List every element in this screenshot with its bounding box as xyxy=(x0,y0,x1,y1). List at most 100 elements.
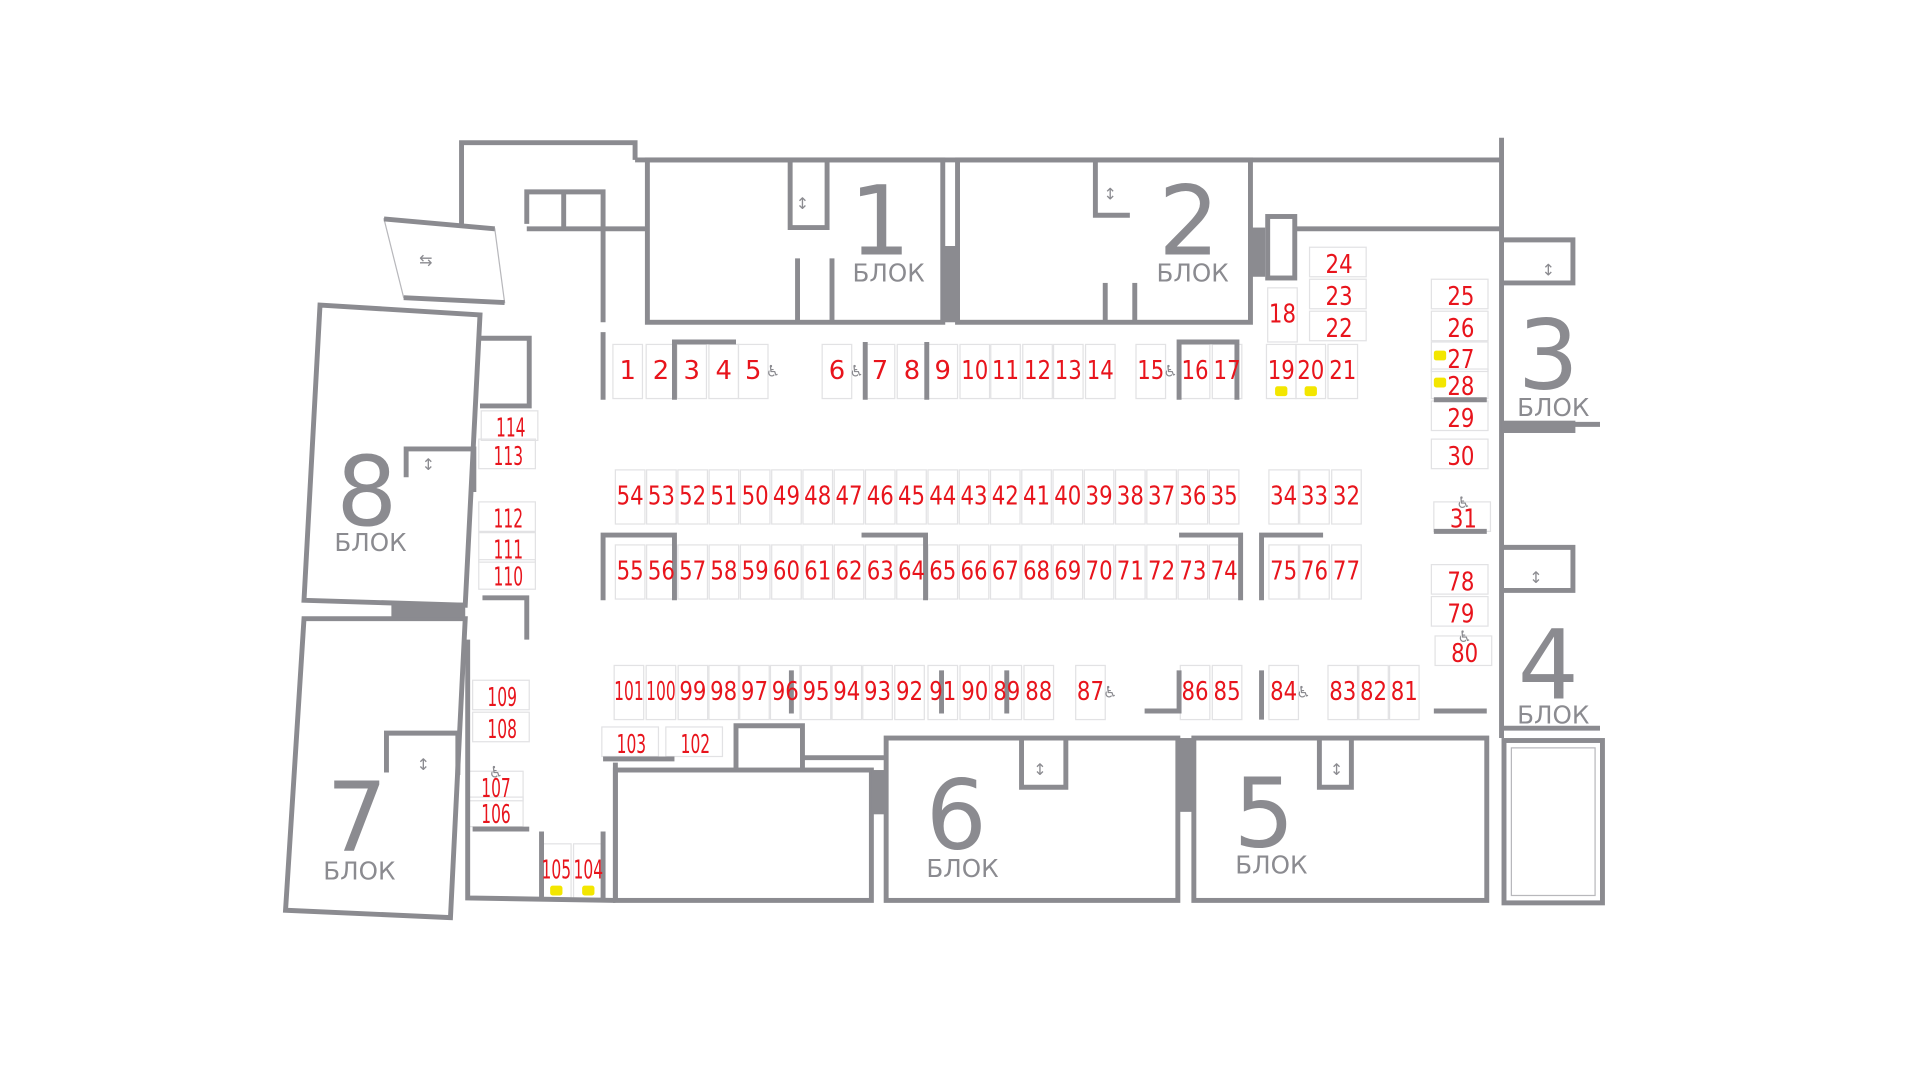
parking-spot-81[interactable]: 81 xyxy=(1391,677,1418,707)
parking-spot-39[interactable]: 39 xyxy=(1086,481,1113,511)
parking-spot-57[interactable]: 57 xyxy=(679,556,706,586)
parking-spot-29[interactable]: 29 xyxy=(1447,404,1474,434)
parking-spot-53[interactable]: 53 xyxy=(648,481,675,511)
parking-spot-106[interactable]: 106 xyxy=(481,800,511,830)
parking-spot-105[interactable]: 105 xyxy=(542,855,572,885)
parking-spot-25[interactable]: 25 xyxy=(1447,282,1474,312)
parking-spot-52[interactable]: 52 xyxy=(679,481,706,511)
parking-spot-90[interactable]: 90 xyxy=(961,677,988,707)
parking-spot-24[interactable]: 24 xyxy=(1326,250,1353,280)
parking-spot-50[interactable]: 50 xyxy=(742,481,769,511)
parking-spot-66[interactable]: 66 xyxy=(960,556,987,586)
parking-spot-31[interactable]: 31 xyxy=(1450,505,1477,535)
parking-spot-10[interactable]: 10 xyxy=(961,356,988,386)
parking-spot-80[interactable]: 80 xyxy=(1451,639,1478,669)
parking-spot-7[interactable]: 7 xyxy=(872,356,888,386)
parking-spot-77[interactable]: 77 xyxy=(1333,556,1360,586)
parking-spot-32[interactable]: 32 xyxy=(1333,481,1360,511)
parking-spot-83[interactable]: 83 xyxy=(1329,677,1356,707)
parking-spot-74[interactable]: 74 xyxy=(1211,556,1238,586)
parking-spot-23[interactable]: 23 xyxy=(1326,282,1353,312)
parking-spot-30[interactable]: 30 xyxy=(1447,442,1474,472)
parking-spot-63[interactable]: 63 xyxy=(867,556,894,586)
parking-spot-112[interactable]: 112 xyxy=(494,505,524,535)
parking-spot-98[interactable]: 98 xyxy=(710,677,737,707)
parking-spot-1[interactable]: 1 xyxy=(619,356,635,386)
parking-spot-12[interactable]: 12 xyxy=(1024,356,1051,386)
parking-spot-3[interactable]: 3 xyxy=(683,356,699,386)
parking-spot-109[interactable]: 109 xyxy=(487,683,517,713)
parking-spot-107[interactable]: 107 xyxy=(481,774,511,804)
parking-spot-103[interactable]: 103 xyxy=(617,730,647,760)
parking-spot-60[interactable]: 60 xyxy=(773,556,800,586)
parking-spot-64[interactable]: 64 xyxy=(898,556,925,586)
parking-spot-100[interactable]: 100 xyxy=(646,677,676,707)
parking-spot-13[interactable]: 13 xyxy=(1055,356,1082,386)
parking-spot-28[interactable]: 28 xyxy=(1447,372,1474,402)
parking-spot-35[interactable]: 35 xyxy=(1211,481,1238,511)
parking-spot-91[interactable]: 91 xyxy=(929,677,956,707)
parking-spot-2[interactable]: 2 xyxy=(653,356,669,386)
parking-spot-47[interactable]: 47 xyxy=(835,481,862,511)
parking-spot-34[interactable]: 34 xyxy=(1270,481,1297,511)
parking-spot-94[interactable]: 94 xyxy=(833,677,860,707)
parking-spot-71[interactable]: 71 xyxy=(1117,556,1144,586)
parking-spot-93[interactable]: 93 xyxy=(864,677,891,707)
parking-spot-97[interactable]: 97 xyxy=(741,677,768,707)
parking-spot-20[interactable]: 20 xyxy=(1297,356,1324,386)
parking-spot-104[interactable]: 104 xyxy=(574,855,604,885)
parking-spot-14[interactable]: 14 xyxy=(1087,356,1114,386)
parking-spot-54[interactable]: 54 xyxy=(617,481,644,511)
parking-spot-108[interactable]: 108 xyxy=(487,715,517,745)
parking-spot-45[interactable]: 45 xyxy=(898,481,925,511)
parking-spot-37[interactable]: 37 xyxy=(1148,481,1175,511)
parking-spot-72[interactable]: 72 xyxy=(1148,556,1175,586)
parking-spot-102[interactable]: 102 xyxy=(681,730,711,760)
parking-spot-62[interactable]: 62 xyxy=(835,556,862,586)
parking-spot-78[interactable]: 78 xyxy=(1447,567,1474,597)
parking-spot-17[interactable]: 17 xyxy=(1214,356,1241,386)
parking-spot-87[interactable]: 87 xyxy=(1077,677,1104,707)
parking-spot-15[interactable]: 15 xyxy=(1137,356,1164,386)
parking-spot-5[interactable]: 5 xyxy=(745,356,761,386)
parking-spot-110[interactable]: 110 xyxy=(494,563,524,593)
parking-spot-58[interactable]: 58 xyxy=(710,556,737,586)
parking-spot-96[interactable]: 96 xyxy=(772,677,799,707)
parking-spot-27[interactable]: 27 xyxy=(1447,345,1474,375)
parking-spot-51[interactable]: 51 xyxy=(710,481,737,511)
parking-spot-73[interactable]: 73 xyxy=(1179,556,1206,586)
parking-spot-16[interactable]: 16 xyxy=(1182,356,1209,386)
parking-spot-22[interactable]: 22 xyxy=(1326,314,1353,344)
parking-spot-49[interactable]: 49 xyxy=(773,481,800,511)
parking-spot-4[interactable]: 4 xyxy=(715,356,731,386)
parking-spot-33[interactable]: 33 xyxy=(1301,481,1328,511)
parking-spot-9[interactable]: 9 xyxy=(935,356,951,386)
parking-spot-68[interactable]: 68 xyxy=(1023,556,1050,586)
parking-spot-18[interactable]: 18 xyxy=(1269,299,1296,329)
parking-spot-19[interactable]: 19 xyxy=(1268,356,1295,386)
parking-spot-8[interactable]: 8 xyxy=(904,356,920,386)
parking-spot-40[interactable]: 40 xyxy=(1054,481,1081,511)
parking-spot-92[interactable]: 92 xyxy=(896,677,923,707)
parking-spot-89[interactable]: 89 xyxy=(993,677,1020,707)
parking-spot-111[interactable]: 111 xyxy=(494,535,524,565)
parking-spot-67[interactable]: 67 xyxy=(992,556,1019,586)
parking-spot-114[interactable]: 114 xyxy=(496,414,526,444)
parking-spot-41[interactable]: 41 xyxy=(1023,481,1050,511)
parking-spot-55[interactable]: 55 xyxy=(617,556,644,586)
parking-spot-38[interactable]: 38 xyxy=(1117,481,1144,511)
parking-spot-48[interactable]: 48 xyxy=(804,481,831,511)
parking-spot-85[interactable]: 85 xyxy=(1214,677,1241,707)
parking-spot-42[interactable]: 42 xyxy=(992,481,1019,511)
parking-spot-65[interactable]: 65 xyxy=(929,556,956,586)
parking-spot-76[interactable]: 76 xyxy=(1301,556,1328,586)
parking-spot-75[interactable]: 75 xyxy=(1270,556,1297,586)
parking-spot-99[interactable]: 99 xyxy=(679,677,706,707)
parking-spot-44[interactable]: 44 xyxy=(929,481,956,511)
parking-spot-95[interactable]: 95 xyxy=(802,677,829,707)
parking-spot-61[interactable]: 61 xyxy=(804,556,831,586)
parking-spot-86[interactable]: 86 xyxy=(1182,677,1209,707)
parking-spot-11[interactable]: 11 xyxy=(992,356,1019,386)
parking-spot-56[interactable]: 56 xyxy=(648,556,675,586)
parking-spot-69[interactable]: 69 xyxy=(1054,556,1081,586)
